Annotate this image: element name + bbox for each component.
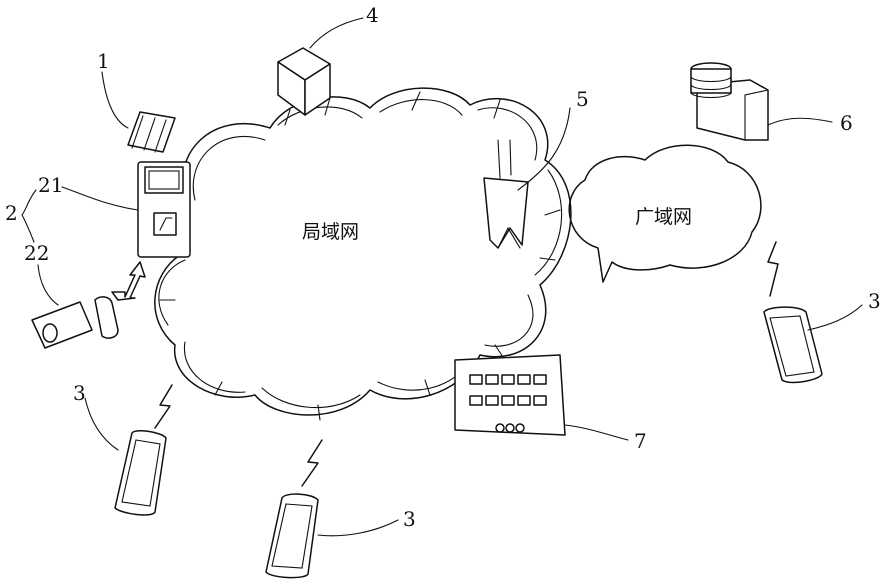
label-2: 2 (5, 201, 18, 225)
leader-1 (102, 72, 128, 128)
access-point-device (484, 140, 528, 248)
box-device (278, 48, 330, 115)
label-3-bottom: 3 (403, 507, 416, 531)
leader-3-right (808, 305, 862, 330)
leader-7 (565, 425, 628, 440)
leader-3-bottom (318, 520, 398, 536)
label-5: 5 (576, 87, 589, 111)
mobile-phone-left (115, 431, 166, 515)
label-22: 22 (24, 241, 49, 265)
leader-6 (768, 118, 832, 125)
lan-label: 局域网 (302, 221, 359, 243)
leader-21 (62, 187, 138, 210)
switch-panel (455, 355, 565, 435)
leader-22 (38, 265, 58, 305)
label-4: 4 (366, 3, 379, 27)
leader-4 (310, 18, 363, 48)
wireless-signal-right-icon (768, 242, 778, 296)
wireless-signal-bottom-icon (302, 440, 322, 486)
mobile-phone-right (764, 307, 822, 382)
card-stack-device (128, 112, 175, 152)
label-6: 6 (840, 111, 853, 135)
wireless-signal-left-icon (155, 385, 172, 428)
reader-terminal (138, 162, 190, 257)
mobile-phone-bottom (266, 494, 318, 578)
bidirectional-arrow-icon (112, 262, 145, 300)
database-server (691, 63, 768, 140)
label-3-right: 3 (868, 289, 881, 313)
wan-label: 广域网 (635, 206, 692, 228)
label-7: 7 (634, 429, 647, 453)
label-3-left: 3 (73, 381, 86, 405)
label-1: 1 (97, 49, 110, 73)
label-21: 21 (38, 173, 63, 197)
camera-device (32, 297, 118, 348)
bracket-2 (22, 190, 36, 242)
leader-3-left (85, 398, 118, 450)
